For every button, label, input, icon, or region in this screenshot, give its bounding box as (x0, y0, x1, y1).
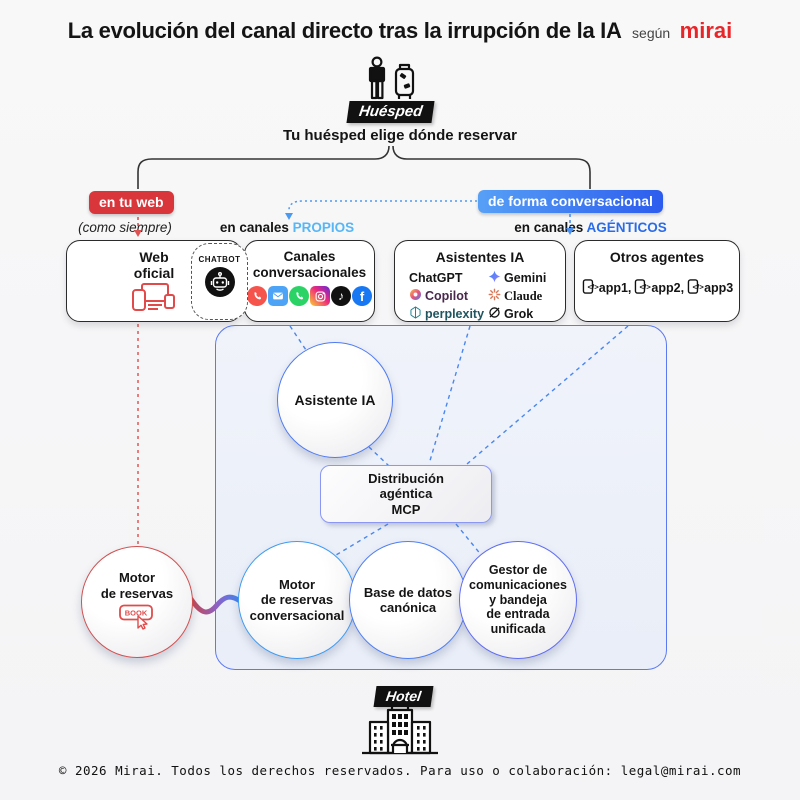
gemini-star-icon (488, 270, 501, 286)
c1-line2: de reservas (260, 592, 334, 608)
footer-copyright: © 2026 Mirai. Todos los derechos reserva… (58, 763, 742, 778)
mcp-line1: Distribución (368, 470, 444, 486)
apps-row: </> app1, </> app2, </> app3 (575, 277, 739, 299)
grok-label: Grok (504, 307, 534, 322)
phone-code-icon: </> (633, 277, 652, 299)
app-item-1: </> app1, (581, 277, 632, 299)
brand-logo: mirai (679, 18, 733, 43)
motor-line1: Motor (118, 570, 156, 586)
c3-line4: de entrada (486, 607, 550, 622)
otros-title: Otros agentes (609, 249, 705, 265)
label-canales-agenticos: en canales AGÉNTICOS (498, 220, 683, 235)
node-gestor-comunicaciones: Gestor de comunicaciones y bandeja de en… (459, 541, 577, 659)
claude-burst-icon (488, 288, 501, 304)
ai-item-chatgpt: ChatGPT (401, 269, 480, 287)
copilot-icon (409, 288, 422, 304)
c2-line2: canónica (379, 600, 437, 615)
claude-label: Claude (504, 288, 543, 303)
whatsapp-icon (289, 286, 309, 307)
label-canales-propios: en canales PROPIOS (207, 220, 367, 235)
app1-label: app1, (598, 281, 632, 296)
box-canales-conversacionales: Canales conversacionales ♪ f (244, 240, 375, 322)
canales-title: Canales conversacionales (245, 249, 374, 280)
svg-text:BOOK: BOOK (125, 608, 148, 617)
perplexity-icon (409, 306, 422, 322)
hotel-icon (360, 703, 440, 760)
ai-item-grok: Grok (480, 305, 559, 323)
c1-line3: conversacional (249, 607, 345, 623)
c3-line5: unificada (490, 622, 546, 637)
gemini-label: Gemini (504, 271, 547, 286)
title-main: La evolución del canal directo tras la i… (67, 18, 622, 43)
phone-icon (247, 286, 267, 307)
facebook-icon: f (352, 286, 372, 307)
asistentes-title: Asistentes IA (435, 249, 525, 265)
node-mcp: Distribución agéntica MCP (320, 465, 492, 523)
ai-item-claude: Claude (480, 287, 559, 305)
c1-line1: Motor (278, 577, 316, 592)
canales-title-line2: conversacionales (252, 264, 367, 280)
svg-text:</>: </> (693, 282, 704, 291)
mcp-line3: MCP (391, 501, 421, 517)
mcp-line2: agéntica (379, 486, 433, 502)
box-otros-agentes: Otros agentes </> app1, </> app2, </> ap… (574, 240, 740, 322)
tiktok-icon: ♪ (331, 286, 351, 307)
chatgpt-label: ChatGPT (409, 271, 463, 286)
app2-label: app2, (651, 281, 685, 296)
guest-icon (352, 56, 428, 102)
phone-code-icon: </> (686, 277, 704, 299)
agenticos-prefix: en canales (514, 220, 587, 235)
node-motor-reservas: Motor de reservas BOOK (81, 546, 193, 658)
c3-line1: Gestor de (488, 563, 548, 578)
app-item-3: </> app3 (686, 277, 733, 299)
guest-caption: Tu huésped elige dónde reservar (283, 127, 517, 144)
svg-text:</>: </> (640, 282, 651, 291)
propios-prefix: en canales (219, 220, 293, 235)
note-como-siempre: (como siempre) (78, 220, 172, 235)
grok-icon (488, 306, 501, 322)
web-title-line1: Web (139, 249, 169, 265)
book-button-icon: BOOK (117, 604, 157, 634)
phone-code-icon: </> (581, 277, 599, 299)
branch-conversational-badge: de forma conversacional (478, 190, 663, 213)
instagram-icon (310, 286, 330, 307)
propios-word: PROPIOS (292, 220, 355, 235)
social-icon-row: ♪ f (245, 286, 374, 307)
ai-item-copilot: Copilot (401, 287, 480, 305)
ai-item-gemini: Gemini (480, 269, 559, 287)
robot-icon (192, 266, 247, 303)
asistente-label: Asistente IA (294, 391, 376, 408)
node-base-datos: Base de datos canónica (349, 541, 467, 659)
copilot-label: Copilot (425, 289, 469, 304)
hotel-badge: Hotel (373, 686, 434, 707)
page-title: La evolución del canal directo tras la i… (0, 18, 800, 44)
box-asistentes-ia: Asistentes IA ChatGPT Gemini Copilot Cla… (394, 240, 566, 322)
motor-line2: de reservas (100, 585, 174, 601)
chatbot-capsule: CHATBOT (191, 243, 248, 320)
web-title-line2: oficial (133, 265, 175, 282)
c2-line1: Base de datos (363, 584, 453, 600)
guest-badge: Huésped (346, 101, 435, 123)
ai-logo-list: ChatGPT Gemini Copilot Claude perplexity… (395, 269, 565, 323)
canales-title-line1: Canales (283, 249, 336, 264)
devices-icon (67, 283, 241, 318)
app3-label: app3 (704, 281, 734, 296)
ai-item-perplexity: perplexity (401, 305, 484, 323)
svg-text:</>: </> (587, 282, 598, 291)
node-motor-conversacional: Motor de reservas conversacional (238, 541, 356, 659)
web-title: Web oficial (67, 249, 241, 281)
agenticos-word: AGÉNTICOS (586, 220, 667, 235)
node-asistente-ia: Asistente IA (277, 342, 393, 458)
app-item-2: </> app2, (633, 277, 684, 299)
c3-line3: y bandeja (489, 592, 547, 607)
perplexity-label: perplexity (425, 307, 485, 322)
chatbot-label: CHATBOT (198, 255, 241, 264)
title-suffix: según (632, 25, 671, 41)
branch-web-badge: en tu web (89, 191, 174, 214)
email-icon (268, 286, 288, 307)
c3-line2: comunicaciones (469, 577, 567, 592)
